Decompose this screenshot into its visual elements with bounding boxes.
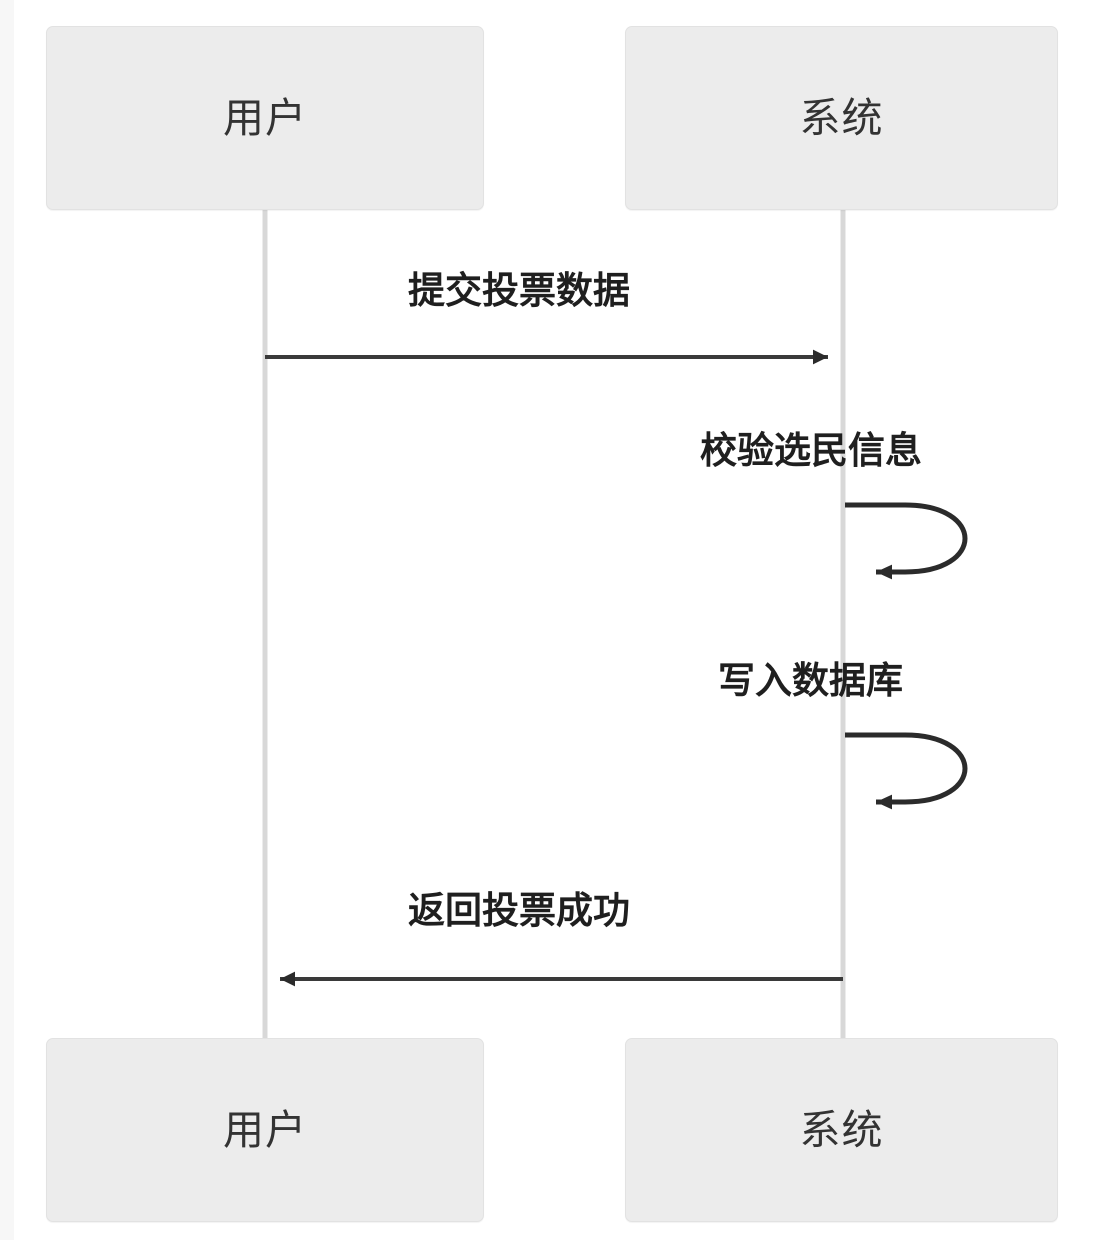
message-selfloop-write-db (845, 732, 968, 810)
message-selfloop-verify-voter (845, 502, 968, 580)
canvas-edge-strip (0, 0, 14, 1240)
participant-box-user-bottom[interactable]: 用户 (46, 1038, 484, 1222)
participant-label-user-top: 用户 (223, 94, 307, 141)
message-label-verify-voter: 校验选民信息 (700, 430, 922, 471)
participant-box-user-top[interactable]: 用户 (46, 26, 484, 210)
participant-box-system-bottom[interactable]: 系统 (625, 1038, 1058, 1222)
message-label-submit-vote: 提交投票数据 (408, 270, 630, 311)
message-label-return-success: 返回投票成功 (408, 890, 630, 931)
participant-box-system-top[interactable]: 系统 (625, 26, 1058, 210)
participant-label-system-top: 系统 (799, 94, 884, 141)
participant-label-system-bottom: 系统 (799, 1106, 884, 1153)
message-label-write-db: 写入数据库 (718, 660, 903, 701)
participant-label-user-bottom: 用户 (223, 1106, 307, 1153)
